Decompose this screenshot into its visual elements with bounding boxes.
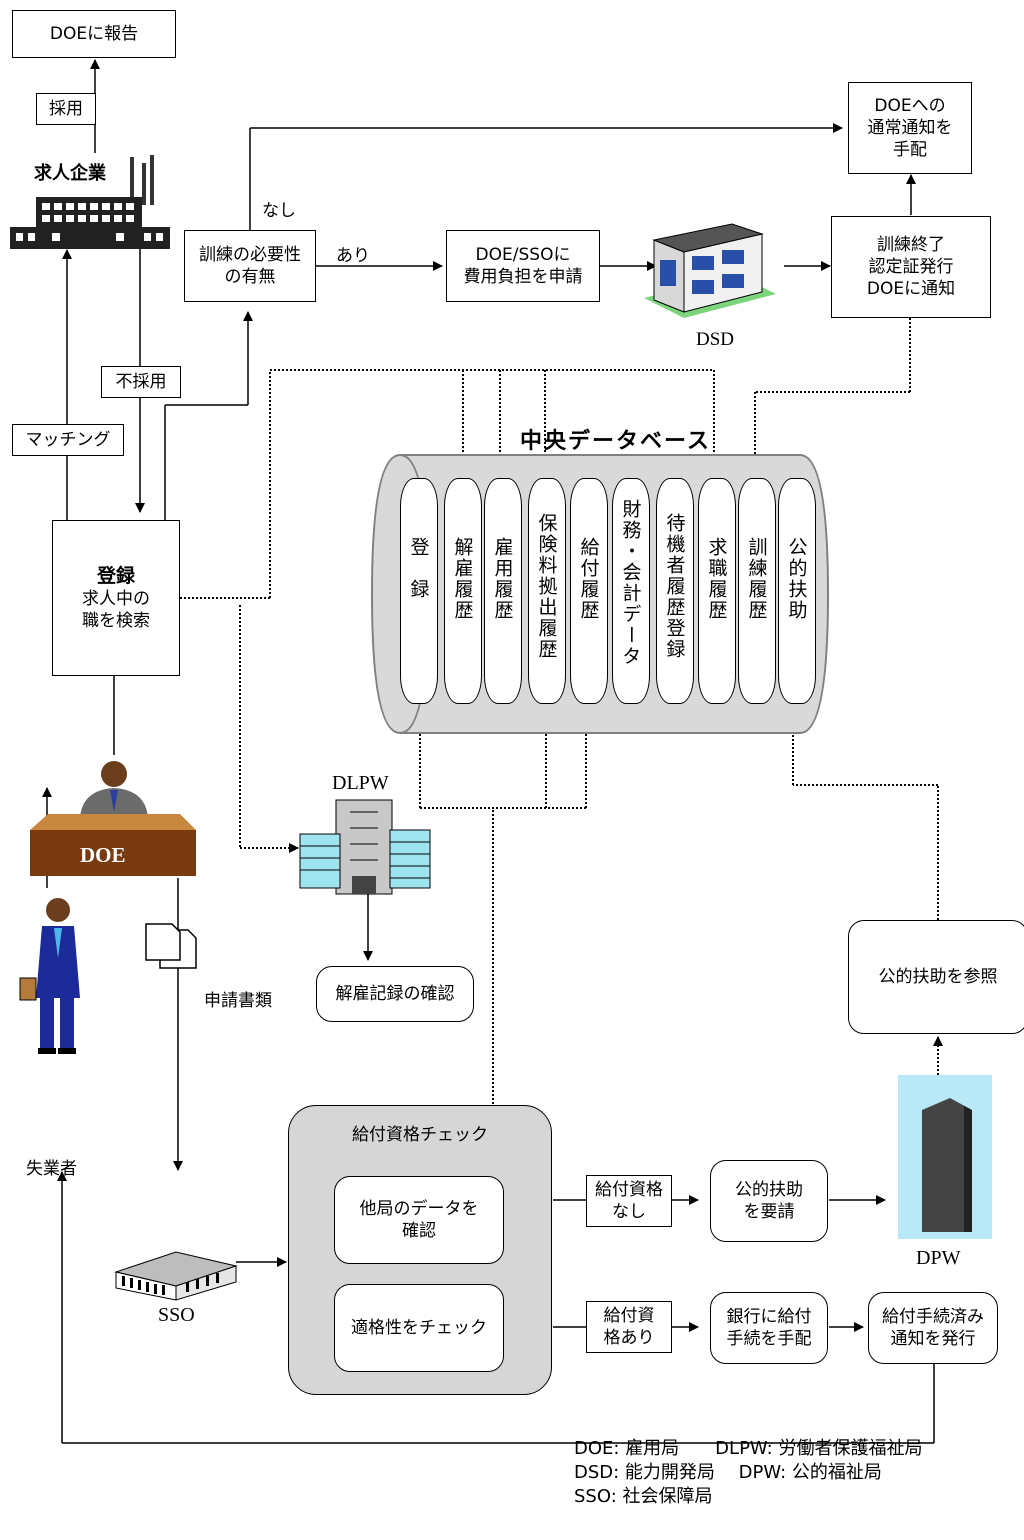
unemployed-person-icon <box>20 898 80 1054</box>
dsd-building-icon <box>644 224 776 318</box>
db-column-training: 訓練履歴 <box>738 478 776 704</box>
legend: DOE: 雇用局 DLPW: 労働者保護福祉局 DSD: 能力開発局 DPW: … <box>574 1437 922 1509</box>
db-column-waitlist: 待機者履歴登録 <box>656 478 694 704</box>
db-column-job-search: 求職履歴 <box>698 478 736 704</box>
employer-label: 求人企業 <box>34 162 106 185</box>
matching-label: マッチング <box>12 424 124 456</box>
register-box: 登録 求人中の 職を検索 <box>52 520 180 676</box>
doe-desk-label: DOE <box>80 842 126 869</box>
dsd-label: DSD <box>696 328 734 353</box>
none-label: なし <box>262 200 296 222</box>
dpw-building-icon <box>898 1075 992 1239</box>
yes-label: あり <box>336 245 370 267</box>
other-data-box: 他局のデータを 確認 <box>334 1176 504 1264</box>
documents-icon <box>146 924 196 968</box>
eligibility-title: 給付資格チェック <box>289 1124 551 1146</box>
db-column-registration: 登 録 <box>400 478 438 704</box>
legend-line-3: SSO: 社会保障局 <box>574 1485 922 1509</box>
database-title: 中央データベース <box>520 428 711 457</box>
legend-line-2: DSD: 能力開発局 DPW: 公的福祉局 <box>574 1461 922 1485</box>
sso-building-icon <box>116 1252 236 1300</box>
training-end-box: 訓練終了 認定証発行 DOEに通知 <box>831 216 991 318</box>
db-column-contribution: 保険料拠出履歴 <box>528 478 566 704</box>
public-assist-ref-box: 公的扶助を参照 <box>848 920 1024 1034</box>
dlpw-label: DLPW <box>332 770 389 796</box>
bank-arrange-box: 銀行に給付 手続を手配 <box>710 1292 828 1364</box>
sso-label: SSO <box>158 1302 195 1328</box>
not-eligible-label: 給付資格 なし <box>586 1175 672 1227</box>
dlpw-building-icon <box>300 800 430 894</box>
eligible-label: 給付資 格あり <box>586 1301 672 1353</box>
report-to-doe-box: DOEに報告 <box>12 10 176 58</box>
not-hired-label: 不採用 <box>101 366 181 398</box>
register-title: 登録 <box>97 564 135 589</box>
notice-issue-box: 給付手続済み 通知を発行 <box>868 1292 998 1364</box>
dpw-label: DPW <box>916 1245 960 1271</box>
db-column-public-assistance: 公的扶助 <box>778 478 816 704</box>
normal-notice-box: DOEへの 通常通知を 手配 <box>848 82 972 174</box>
db-column-dismissal: 解雇履歴 <box>444 478 482 704</box>
apply-cost-box: DOE/SSOに 費用負担を申請 <box>446 230 600 302</box>
unemployed-label: 失業者 <box>26 1158 77 1180</box>
training-need-box: 訓練の必要性 の有無 <box>184 230 316 302</box>
hire-label: 採用 <box>36 93 96 125</box>
docs-label: 申請書類 <box>204 990 272 1012</box>
request-assist-box: 公的扶助 を要請 <box>710 1160 828 1242</box>
dismissal-check-box: 解雇記録の確認 <box>316 966 474 1022</box>
eligibility-check-box: 適格性をチェック <box>334 1284 504 1372</box>
register-body: 求人中の 職を検索 <box>82 588 150 632</box>
db-column-benefits: 給付履歴 <box>570 478 608 704</box>
legend-line-1: DOE: 雇用局 DLPW: 労働者保護福祉局 <box>574 1437 922 1461</box>
db-column-employment: 雇用履歴 <box>484 478 522 704</box>
db-column-finance: 財務・会計データ <box>612 478 650 704</box>
